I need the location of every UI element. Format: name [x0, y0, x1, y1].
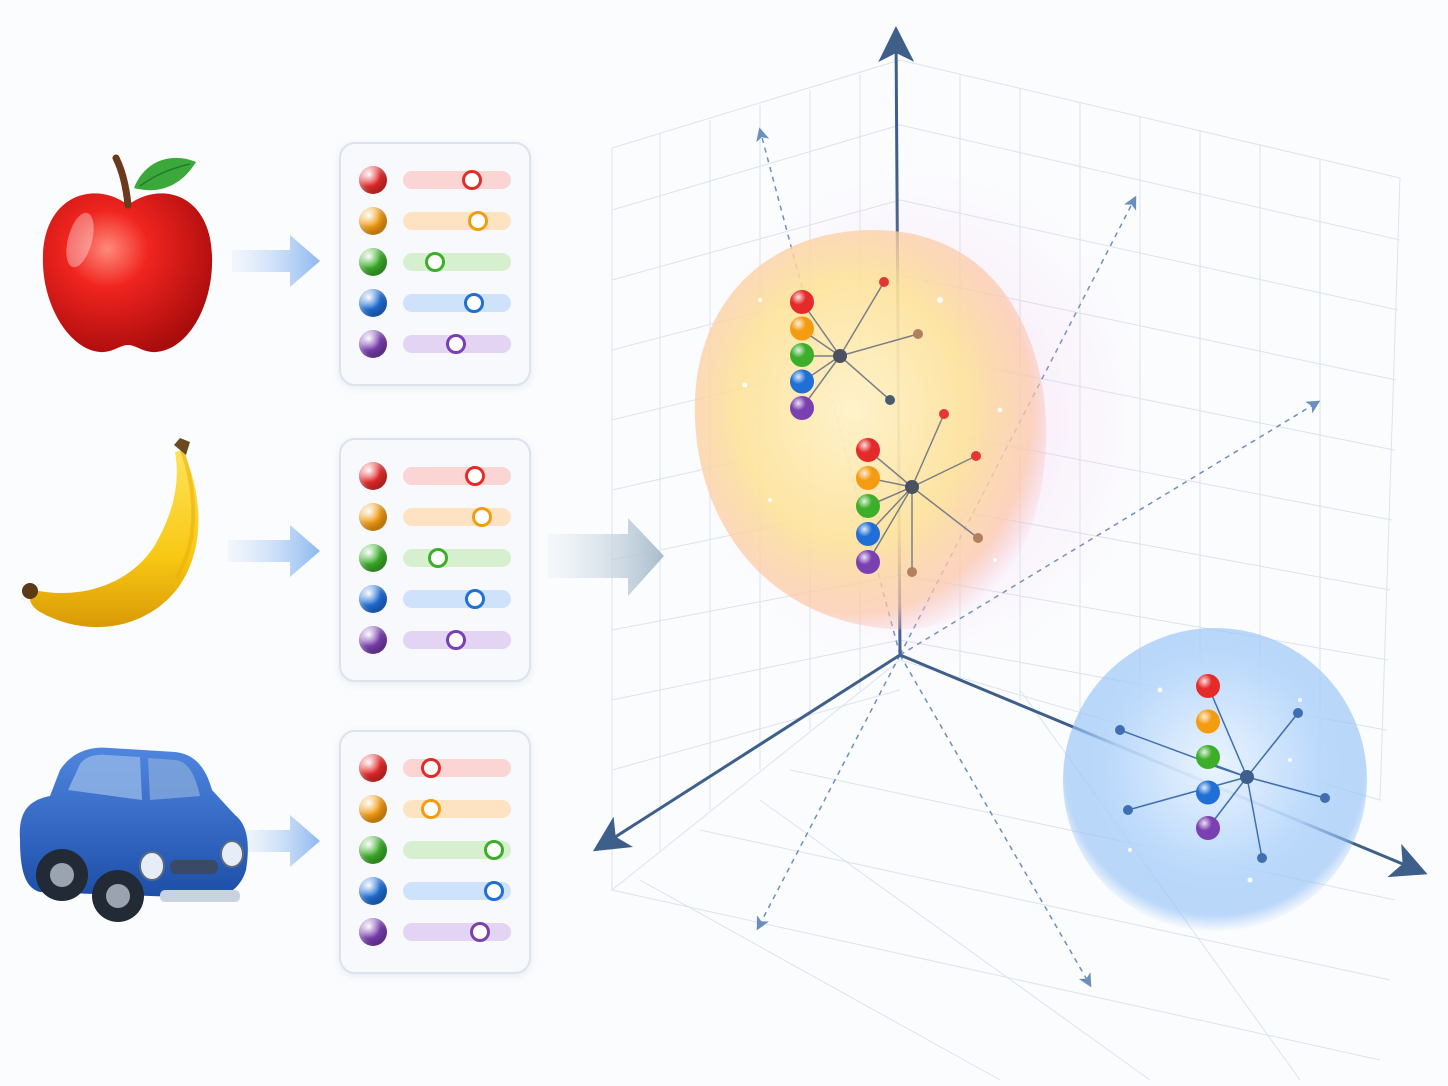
feature-level-knob [469, 922, 490, 942]
feature-row [359, 166, 511, 194]
arrow-car [242, 815, 320, 867]
feature-row [359, 918, 511, 946]
feature-row [359, 462, 511, 490]
feature-dot [359, 626, 387, 654]
feature-card-apple [339, 142, 531, 386]
sparkles [742, 297, 1302, 883]
feature-dot [359, 207, 387, 235]
feature-bar [403, 589, 511, 609]
warm-cluster [694, 229, 1047, 630]
feature-level-knob [446, 630, 467, 650]
feature-dot [359, 248, 387, 276]
feature-level-knob [420, 799, 441, 819]
apple-icon [42, 154, 213, 353]
feature-level-knob [468, 211, 489, 231]
feature-dot [359, 918, 387, 946]
feature-level-knob [483, 840, 504, 860]
car-icon [19, 747, 248, 922]
feature-dot [359, 166, 387, 194]
feature-row [359, 503, 511, 531]
feature-bar [403, 170, 511, 190]
feature-row [359, 330, 511, 358]
embedding-dot-shine [1196, 816, 1220, 840]
embedding-dot-shine [856, 438, 880, 462]
feature-dot [359, 795, 387, 823]
feature-row [359, 877, 511, 905]
feature-row [359, 585, 511, 613]
feature-row [359, 754, 511, 782]
feature-row [359, 836, 511, 864]
feature-dot [359, 585, 387, 613]
embedding-dot-shine [856, 494, 880, 518]
embedding-dot-shine [1196, 780, 1220, 805]
feature-level-knob [483, 881, 504, 901]
embedding-dot-shine [1196, 709, 1220, 734]
embedding-dot-shine [1196, 745, 1220, 769]
embedding-dot-shine [856, 466, 880, 490]
feature-row [359, 207, 511, 235]
feature-card-banana [339, 438, 531, 682]
feature-level-knob [461, 170, 482, 190]
feature-row [359, 248, 511, 276]
feature-level-knob [425, 252, 445, 272]
feature-row [359, 795, 511, 823]
embedding-dot-shine [856, 550, 880, 574]
feature-bar [403, 758, 511, 778]
feature-bar [403, 548, 511, 568]
embedding-car [1115, 674, 1330, 863]
feature-bar [403, 293, 511, 313]
embedding-dot-shine [790, 316, 814, 341]
feature-dot [359, 836, 387, 864]
feature-bar [403, 881, 511, 901]
feature-bar [403, 507, 511, 527]
arrow-banana [228, 525, 320, 577]
feature-level-knob [446, 334, 467, 354]
feature-dot [359, 503, 387, 531]
feature-dot [359, 289, 387, 317]
grid-background [611, 59, 1401, 1081]
feature-bar [403, 252, 511, 272]
cool-cluster [1063, 628, 1367, 932]
feature-dot [359, 754, 387, 782]
feature-level-knob [471, 507, 492, 527]
feature-card-car [339, 730, 531, 974]
embedding-banana [856, 409, 983, 577]
feature-dot [359, 544, 387, 572]
feature-bar [403, 922, 511, 942]
feature-bar [403, 630, 511, 650]
feature-dot [359, 330, 387, 358]
banana-icon [22, 438, 199, 628]
arrow-to-space [548, 518, 664, 596]
embedding-dot-shine [790, 290, 814, 314]
embedding-dot-shine [1196, 674, 1220, 698]
feature-level-knob [427, 548, 448, 568]
feature-dot [359, 462, 387, 490]
feature-level-knob [464, 589, 485, 609]
embedding-dot-shine [790, 396, 814, 420]
feature-row [359, 626, 511, 654]
feature-level-knob [421, 758, 442, 778]
feature-row [359, 289, 511, 317]
feature-bar [403, 799, 511, 819]
embedding-dot-shine [790, 369, 814, 394]
feature-bar [403, 466, 511, 486]
feature-bar [403, 211, 511, 231]
embedding-dot-shine [790, 343, 814, 367]
embedding-apple [790, 277, 923, 420]
feature-bar [403, 840, 511, 860]
feature-level-knob [463, 293, 484, 313]
arrow-apple [232, 235, 320, 287]
feature-dot [359, 877, 387, 905]
feature-bar [403, 334, 511, 354]
feature-level-knob [464, 466, 485, 486]
embedding-dot-shine [856, 522, 880, 546]
feature-row [359, 544, 511, 572]
